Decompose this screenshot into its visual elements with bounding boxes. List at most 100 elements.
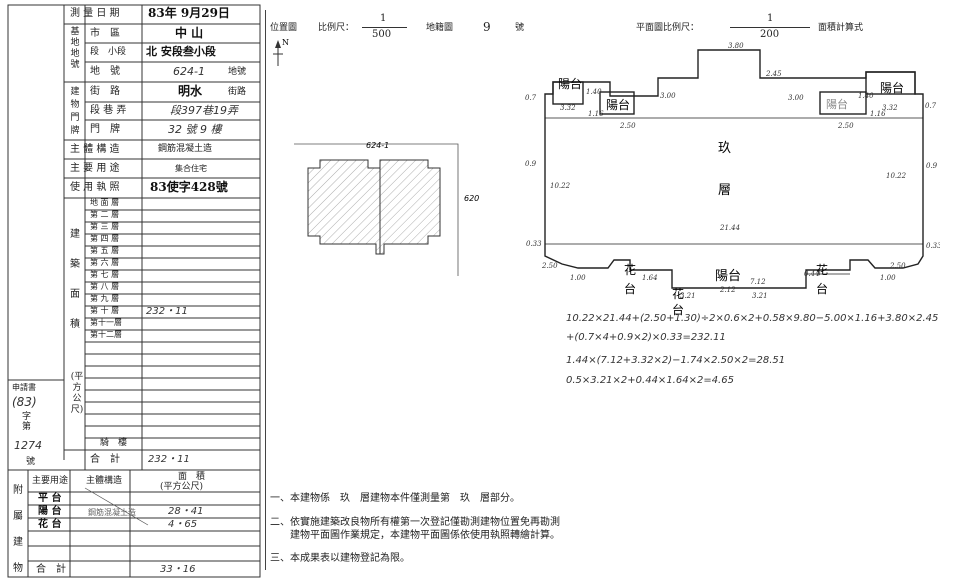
dim-0.9-right: 0.9 (926, 162, 938, 170)
section-label: 段 小段 (90, 47, 127, 57)
floor-label: 第 六 層 (90, 258, 120, 267)
floor-label: 第 二 層 (90, 210, 120, 219)
attached-header-struct: 主體構造 (86, 476, 123, 486)
location-scale-line (362, 27, 407, 28)
dim-1.40-left: 1.40 (586, 88, 602, 96)
left-table-grid (7, 4, 261, 578)
application-word: 字第 (22, 412, 32, 432)
floor-char-1: 玖 (718, 140, 731, 156)
door-group-label: 建物門牌 (70, 87, 80, 136)
floor-label: 第十二層 (90, 330, 122, 339)
balcony-label-top-right: 陽台 (826, 97, 848, 111)
balcony-label-top-left: 陽台 (558, 76, 582, 91)
floor-label: 第 八 層 (90, 282, 120, 291)
dim-0.33-left: 0.33 (526, 240, 542, 248)
street-suffix: 街路 (228, 87, 247, 97)
balcony-label-top-far-right: 陽台 (880, 80, 904, 95)
city-value: 中 山 (175, 26, 204, 40)
floor-label: 第 九 層 (90, 294, 120, 303)
formula-line-4: 0.5×3.21×2+0.44×1.64×2=4.65 (566, 375, 734, 386)
dim-10.22-left: 10.22 (550, 182, 571, 190)
formula-line-1: 10.22×21.44+(2.50+1.30)÷2×0.6×2+0.58×9.8… (566, 313, 939, 324)
location-scale-numerator: 1 (380, 13, 387, 24)
dim-0.9-left: 0.9 (525, 160, 537, 168)
flower-bed-bottom-1: 花 (672, 286, 684, 301)
location-map: N 624-1 620 (273, 38, 479, 276)
application-year: (83) (12, 395, 37, 409)
cadastral-map-suffix: 號 (515, 23, 525, 33)
note-1: 一、本建物係 玖 層建物本件僅測量第 玖 層部分。 (270, 493, 520, 504)
location-map-label: 位置圖 (270, 23, 298, 33)
door-number-label: 門 牌 (90, 124, 120, 135)
site-depth-label: 620 (464, 194, 479, 203)
dim-2.50-left: 2.50 (619, 122, 636, 130)
dim-2.12: 2.12 (719, 286, 736, 294)
attached-header-unit: (平方公尺) (160, 482, 204, 492)
dim-3.80: 3.80 (728, 42, 744, 50)
north-label: N (282, 38, 289, 47)
formula-line-2: +(0.7×4+0.9×2)×0.33=232.11 (566, 332, 726, 343)
floor-plan: 陽台 陽台 陽台 陽台 玖 層 陽台 花 台 花 台 花 台 3.80 2.45… (525, 42, 940, 317)
permit-value: 83使字428號 (150, 180, 228, 194)
dim-2.50-bottom-left: 2.50 (541, 262, 558, 270)
dim-1.16-left: 1.16 (588, 110, 604, 118)
plan-scale-denominator: 200 (760, 29, 780, 40)
note-2b: 建物平面圖作業規定，本建物平面圖係依使用執照轉繪計算。 (290, 530, 560, 541)
attached-row-use: 平 台 (38, 493, 62, 504)
dim-2.45: 2.45 (765, 70, 782, 78)
attached-row-use: 花 台 (38, 519, 62, 530)
survey-date-value: 83年 9月29日 (148, 6, 230, 20)
floor-label: 第 三 層 (90, 222, 120, 231)
location-scale-denominator: 500 (372, 29, 392, 40)
dim-3.00-left: 3.00 (660, 92, 676, 100)
floor-label: 第十一層 (90, 318, 122, 327)
dim-2.50-bottom-right: 2.50 (889, 262, 906, 270)
dim-21.44: 21.44 (719, 224, 740, 232)
balcony-top-left-2 (599, 91, 635, 115)
balcony-top-right-2 (865, 71, 916, 95)
balcony-top-left (552, 81, 584, 105)
dim-3.21-left: 3.21 (680, 292, 696, 300)
dim-1.40-right: 1.40 (858, 92, 874, 100)
note-2a: 二、依實施建築改良物所有權第一次登記僅勘測建物位置免再勘測 (270, 517, 560, 528)
dim-3.32-right: 3.32 (882, 104, 898, 112)
lot-label: 地 號 (90, 66, 120, 77)
area-unit-label: (平方公尺) (70, 372, 84, 415)
area-group-label: 建築面積 (70, 229, 80, 330)
dim-0.33-right: 0.33 (926, 242, 940, 250)
dim-10.22-right: 10.22 (886, 172, 907, 180)
north-arrow-head (275, 40, 281, 48)
vertical-divider (265, 10, 266, 570)
flower-bed-right-2: 台 (816, 281, 828, 296)
lane-value: 段397巷19弄 (170, 104, 238, 117)
flower-bed-bottom-2: 台 (672, 302, 684, 317)
attached-row-area: 28・41 (168, 506, 204, 517)
dim-1.00-left: 1.00 (570, 274, 586, 282)
floor-label: 第 四 層 (90, 234, 120, 243)
dim-0.7-left: 0.7 (525, 94, 537, 102)
dim-3.32-left: 3.32 (560, 104, 576, 112)
dim-7.12: 7.12 (750, 278, 766, 286)
location-scale-label: 比例尺： (318, 23, 355, 33)
dim-1.16-right: 1.16 (870, 110, 886, 118)
cadastral-map-label: 地籍圖 (426, 23, 454, 33)
lot-suffix: 地號 (228, 67, 247, 77)
flower-bed-left-2: 台 (624, 281, 636, 296)
attached-row-structure: 鋼筋混凝土造 (88, 508, 136, 517)
total-area: 232・11 (148, 454, 190, 465)
balcony-top-right (819, 91, 867, 115)
attached-header-area: 面 積 (178, 472, 206, 482)
main-use-label: 主 要 用 途 (70, 163, 120, 174)
dim-3.21-right: 3.21 (752, 292, 768, 300)
flower-bed-left-1: 花 (624, 262, 636, 277)
attached-total-area: 33・16 (160, 564, 196, 575)
floor-label: 第 十 層 (90, 306, 120, 315)
city-label: 市 區 (90, 28, 120, 39)
door-number-value: 32 號 9 樓 (168, 123, 222, 136)
attached-row-area: 4・65 (168, 519, 198, 530)
area-formula-label: 面積計算式 (818, 23, 864, 33)
site-lot-label: 624-1 (366, 141, 389, 150)
survey-date-label: 測 量 日 期 (70, 8, 120, 19)
flower-bed-right-1: 花 (816, 262, 828, 277)
floor-label: 地 面 層 (90, 198, 120, 207)
